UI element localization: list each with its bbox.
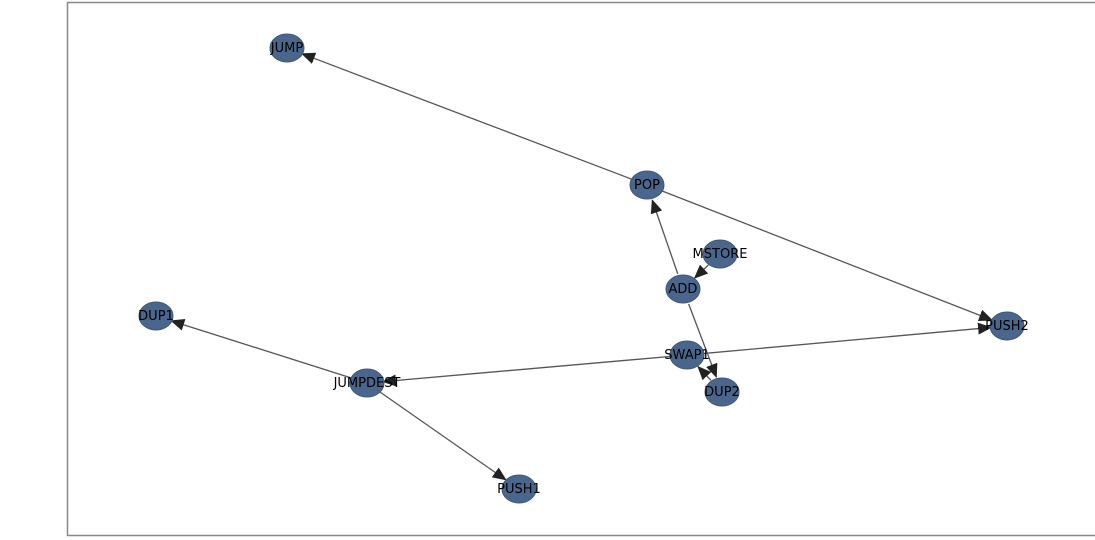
node-circle <box>702 239 738 269</box>
node-label: ADD <box>669 282 698 297</box>
node-circle <box>989 311 1025 341</box>
node-label: SWAP1 <box>664 348 709 363</box>
edge-swap1-to-jumpdest <box>381 355 672 387</box>
node-label: MSTORE <box>693 247 748 262</box>
node-dup2: DUP2 <box>704 377 740 407</box>
edge-pop-to-jump <box>301 52 633 180</box>
node-circle <box>669 340 705 370</box>
node-circle <box>269 33 305 63</box>
node-add: ADD <box>665 274 701 304</box>
node-circle <box>665 274 701 304</box>
node-label: DUP1 <box>138 309 174 324</box>
edge-dup2-to-swap1 <box>697 365 712 381</box>
edge-add-to-dup2 <box>688 303 718 378</box>
node-push1: PUSH1 <box>497 474 541 504</box>
node-jumpdest: JUMPDEST <box>333 368 401 398</box>
node-mstore: MSTORE <box>693 239 748 269</box>
edge-add-to-pop <box>650 199 679 275</box>
node-jump: JUMP <box>269 33 305 63</box>
plot-frame <box>66 1 1095 537</box>
edges-layer <box>170 52 994 481</box>
node-circle <box>704 377 740 407</box>
node-label: PUSH2 <box>985 319 1029 334</box>
node-pop: POP <box>629 170 665 200</box>
node-label: PUSH1 <box>497 482 541 497</box>
node-circle <box>501 474 537 504</box>
node-circle <box>138 301 174 331</box>
node-circle <box>629 170 665 200</box>
edge-swap1-to-push2 <box>702 322 993 355</box>
node-swap1: SWAP1 <box>664 340 710 370</box>
edge-mstore-to-add <box>693 264 709 279</box>
node-label: POP <box>634 178 660 193</box>
node-dup1: DUP1 <box>138 301 174 331</box>
node-circle <box>349 368 385 398</box>
edge-jumpdest-to-push1 <box>379 391 507 481</box>
edge-pop-to-push2 <box>661 190 994 322</box>
node-push2: PUSH2 <box>985 311 1029 341</box>
node-label: JUMPDEST <box>333 376 401 391</box>
node-label: JUMP <box>270 41 304 56</box>
node-label: DUP2 <box>704 385 740 400</box>
edge-jumpdest-to-dup1 <box>170 319 352 379</box>
